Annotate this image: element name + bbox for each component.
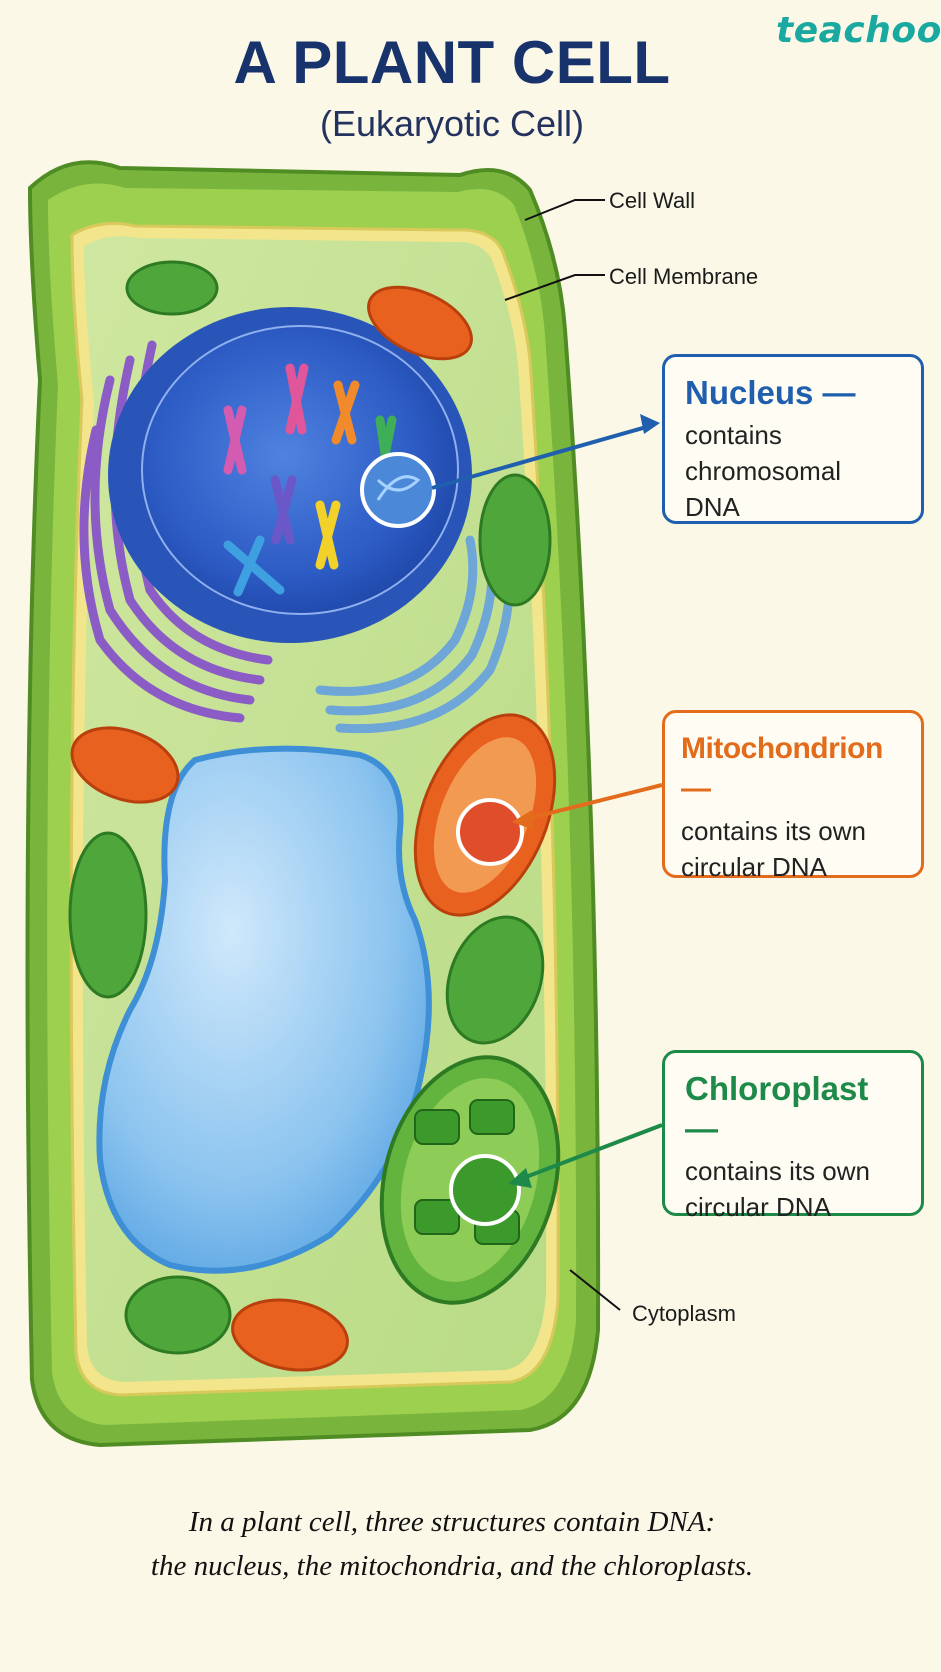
callout-chloroplast: Chloroplast — contains its own circular … [662,1050,924,1222]
callout-nucleus-head: Nucleus — [685,374,856,411]
callout-nucleus: Nucleus — contains chromosomal DNA [662,354,924,524]
page-title: A PLANT CELL [233,29,671,96]
callout-nucleus-line2: chromosomal DNA [685,456,842,522]
vacuole [96,745,432,1274]
page-subtitle: (Eukaryotic Cell) [319,103,585,144]
callout-mitochondrion-line1: contains its own [681,816,866,846]
callout-chloroplast-head: Chloroplast — [685,1070,869,1147]
callout-nucleus-line1: contains [685,420,782,450]
callout-chloroplast-line1: contains its own [685,1156,870,1186]
label-cytoplasm: Cytoplasm [632,1301,736,1326]
mitochondrion [70,285,557,1372]
callout-mitochondrion-line2: circular DNA [681,852,827,882]
caption: In a plant cell, three structures contai… [0,1500,904,1588]
brand-logo: teachoo [776,10,941,51]
chloroplast [68,260,561,1355]
callout-chloroplast-line2: circular DNA [685,1192,831,1222]
label-cell-wall: Cell Wall [609,188,695,213]
label-cell-membrane: Cell Membrane [609,264,759,289]
callout-mitochondrion: Mitochondrion — contains its own circula… [662,710,924,882]
caption-line1: In a plant cell, three structures contai… [188,1506,716,1538]
nucleus [108,307,472,643]
caption-line2: the nucleus, the mitochondria, and the c… [150,1550,754,1582]
callout-mitochondrion-head: Mitochondrion — [681,732,883,805]
